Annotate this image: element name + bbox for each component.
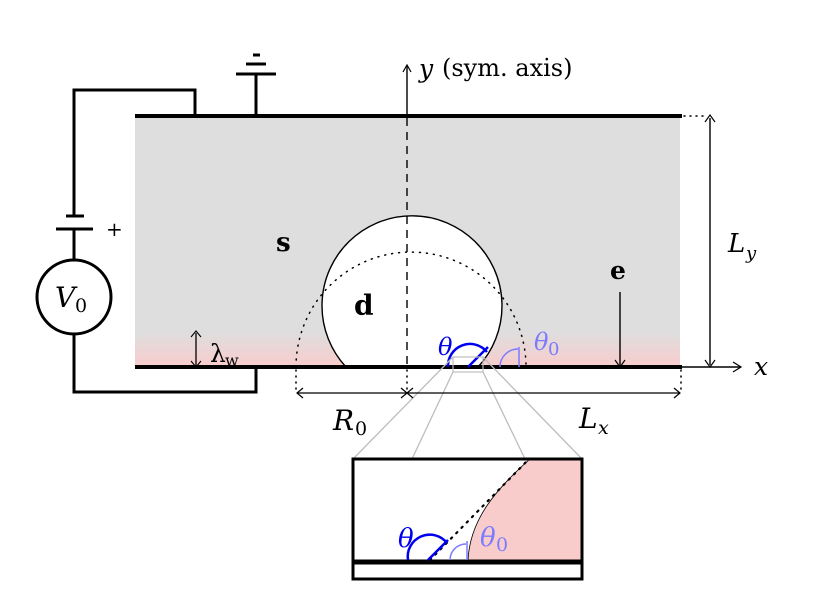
x-axis-label: x — [754, 352, 768, 381]
circuit-wire-top — [72, 88, 197, 216]
theta-label: θ — [438, 333, 453, 361]
electrolyte-arrowhead — [614, 359, 626, 369]
theta0-arc — [499, 348, 519, 368]
lambda-arrowhead-bottom — [190, 360, 202, 368]
battery-plus-label: + — [106, 217, 123, 241]
lx-arrowhead-right — [673, 387, 681, 399]
solid-region-label: s — [276, 228, 291, 258]
r0-label: R — [332, 404, 354, 437]
theta0-sub: 0 — [548, 339, 559, 360]
inset-theta0-arc — [449, 543, 467, 561]
lambda-label: λ — [210, 339, 226, 368]
ly-label: L — [727, 229, 745, 259]
r0-sub: 0 — [355, 418, 367, 440]
r0-arrowhead-left — [296, 387, 304, 399]
inset-magnified-view — [351, 457, 584, 581]
y-axis-arrowhead — [402, 63, 412, 73]
inset-theta-tangent — [427, 539, 449, 561]
circuit — [35, 53, 276, 394]
theta0-label: θ — [534, 328, 549, 356]
electrolyte-label: e — [610, 256, 626, 285]
droplet-label: d — [354, 289, 374, 322]
lambda-arrowhead-top — [190, 330, 202, 338]
lx-sub: x — [598, 417, 609, 439]
ly-arrowhead-top — [704, 113, 716, 123]
lambda-sub: w — [225, 351, 239, 370]
theta-arc — [446, 342, 488, 368]
voltage-sub: 0 — [75, 295, 87, 317]
ly-sub: y — [745, 243, 757, 264]
lx-arrowhead-left — [406, 387, 414, 399]
inset-droplet-edge — [468, 459, 582, 560]
inset-theta-arc — [406, 533, 448, 561]
droplet — [321, 215, 503, 368]
lx-label: L — [578, 402, 598, 435]
zoom-connector-lines — [352, 356, 583, 460]
inset-theta0-label: θ — [480, 523, 496, 553]
y-axis-label: y — [418, 54, 434, 83]
inset-theta-label: θ — [398, 524, 414, 554]
x-axis-arrowhead — [732, 361, 743, 373]
ly-arrowhead-bottom — [704, 359, 716, 369]
inset-theta0-sub: 0 — [496, 534, 508, 556]
y-axis-suffix: (sym. axis) — [442, 54, 572, 82]
voltage-label: V — [55, 281, 78, 314]
circuit-wire-bottom — [72, 334, 258, 394]
zoom-region-box — [452, 356, 484, 373]
